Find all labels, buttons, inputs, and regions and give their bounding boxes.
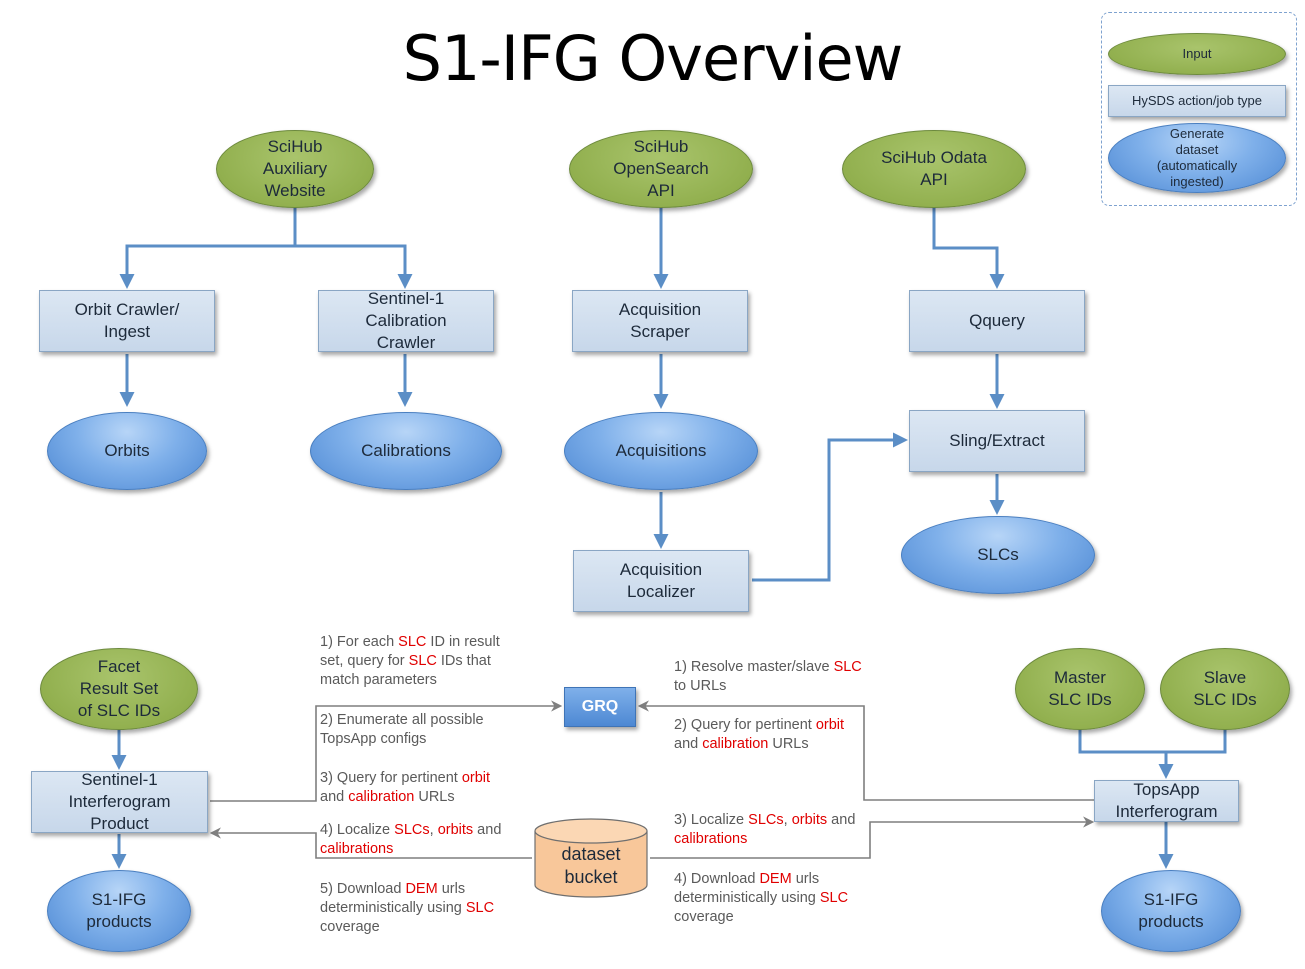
connector-ifg-product-to-grq [210, 700, 563, 802]
node-qquery-label: Qquery [969, 311, 1025, 330]
node-ifg-product: Sentinel-1 Interferogram Product [31, 770, 208, 833]
legend-dataset-label: Generate dataset (automatically ingested… [1156, 126, 1238, 189]
node-acquisition-scraper-label: Acquisition Scraper [618, 300, 702, 341]
note-right-1: 1) Resolve master/slave SLC to URLs [674, 659, 862, 694]
legend-action-label: HySDS action/job type [1131, 93, 1263, 108]
node-s1ifg-products-left: S1-IFG products [47, 870, 191, 952]
node-grq: GRQ [564, 687, 636, 727]
node-slcs-label: SLCs [977, 545, 1019, 564]
node-master-slc-ids-label: Master SLC IDs [1048, 668, 1112, 709]
note-left-2: 2) Enumerate all possible TopsApp config… [320, 712, 484, 747]
legend-input-label: Input [1182, 46, 1212, 61]
node-calibration-crawler-label: Sentinel-1 Calibration Crawler [365, 289, 447, 352]
node-acquisitions-label: Acquisitions [615, 441, 707, 460]
node-scihub-opensearch: SciHub OpenSearch API [569, 130, 753, 208]
node-dataset-bucket-label: dataset bucket [561, 844, 621, 887]
node-scihub-odata-label: SciHub Odata API [881, 148, 987, 189]
node-calibrations-label: Calibrations [361, 441, 451, 460]
node-master-slc-ids: Master SLC IDs [1015, 648, 1145, 730]
page-title: S1-IFG Overview [402, 22, 904, 95]
node-slave-slc-ids: Slave SLC IDs [1160, 648, 1290, 730]
legend: Input HySDS action/job type Generate dat… [1101, 12, 1297, 206]
arrow-localizer-to-sling [752, 432, 908, 582]
connector-lines [209, 700, 1095, 859]
node-calibrations: Calibrations [310, 412, 502, 490]
node-calibration-crawler: Sentinel-1 Calibration Crawler [318, 289, 494, 352]
note-left-3: 3) Query for pertinent orbit and calibra… [320, 770, 491, 805]
connector-topsapp-to-grq [637, 700, 1094, 801]
arrow-aux-to-calibration-crawler [295, 244, 413, 289]
node-qquery: Qquery [909, 290, 1085, 352]
flow-arrows [111, 208, 1227, 869]
note-left-4: 4) Localize SLCs, orbits and calibration… [320, 822, 502, 857]
node-acquisition-localizer-label: Acquisition Localizer [619, 560, 703, 601]
node-scihub-opensearch-label: SciHub OpenSearch API [613, 137, 709, 200]
node-ifg-product-label: Sentinel-1 Interferogram Product [68, 770, 171, 833]
note-right-3: 3) Localize SLCs, orbits and calibration… [674, 812, 856, 847]
node-grq-label: GRQ [581, 698, 619, 715]
node-facet-result-set: Facet Result Set of SLC IDs [40, 648, 198, 730]
node-s1ifg-products-left-label: S1-IFG products [86, 890, 152, 931]
node-slcs: SLCs [901, 516, 1095, 594]
connector-bucket-to-ifg-product [209, 827, 532, 859]
legend-dataset: Generate dataset (automatically ingested… [1108, 123, 1286, 193]
legend-action: HySDS action/job type [1108, 85, 1286, 117]
node-acquisition-scraper: Acquisition Scraper [572, 290, 748, 352]
node-orbit-crawler-label: Orbit Crawler/ Ingest [74, 300, 180, 341]
node-scihub-odata: SciHub Odata API [842, 130, 1026, 208]
arrow-odata-to-qquery [932, 208, 1005, 289]
node-scihub-auxiliary: SciHub Auxiliary Website [216, 130, 374, 208]
node-topsapp-interferogram-label: TopsApp Interferogram [1115, 780, 1218, 821]
note-right-2: 2) Query for pertinent orbit and calibra… [674, 717, 845, 752]
legend-input: Input [1108, 33, 1286, 75]
note-left-5: 5) Download DEM urls deterministically u… [320, 881, 495, 935]
arrow-aux-to-orbit-crawler [119, 208, 297, 289]
dataset-bucket-cylinder [534, 818, 648, 898]
node-facet-result-set-label: Facet Result Set of SLC IDs [77, 657, 161, 720]
node-s1ifg-products-right-label: S1-IFG products [1138, 890, 1204, 931]
node-s1ifg-products-right: S1-IFG products [1101, 870, 1241, 952]
node-orbit-crawler: Orbit Crawler/ Ingest [39, 290, 215, 352]
connector-bucket-to-topsapp [650, 816, 1095, 859]
node-topsapp-interferogram: TopsApp Interferogram [1094, 780, 1239, 822]
node-acquisitions: Acquisitions [564, 412, 758, 490]
note-left-1: 1) For each SLC ID in result set, query … [320, 634, 500, 688]
node-sling-extract: Sling/Extract [909, 410, 1085, 472]
node-orbits: Orbits [47, 412, 207, 490]
node-sling-extract-label: Sling/Extract [949, 431, 1045, 450]
note-right-4: 4) Download DEM urls deterministically u… [674, 871, 849, 925]
line-master-slave-join [1078, 718, 1227, 754]
node-acquisition-localizer: Acquisition Localizer [573, 550, 749, 612]
node-slave-slc-ids-label: Slave SLC IDs [1193, 668, 1257, 709]
node-orbits-label: Orbits [104, 441, 150, 460]
node-scihub-auxiliary-label: SciHub Auxiliary Website [262, 137, 328, 200]
